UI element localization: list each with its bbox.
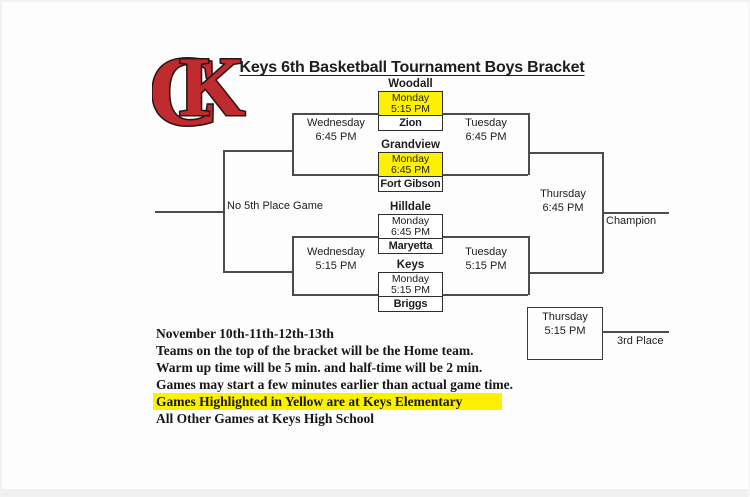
round-time: 5:15 PM	[315, 259, 357, 272]
game-schedule: Monday 6:45 PM	[379, 215, 442, 238]
kc-logo: C K	[152, 36, 247, 132]
round-time: 6:45 PM	[542, 201, 584, 214]
game-schedule: Monday 6:45 PM	[379, 153, 442, 176]
bracket-line	[292, 236, 294, 295]
game-schedule: Monday 5:15 PM	[379, 92, 442, 115]
third-place-game-box: Thursday 5:15 PM	[527, 307, 603, 360]
right-edge	[748, 0, 750, 497]
third-place-label: 3rd Place	[617, 335, 664, 347]
note-home-team: Teams on the top of the bracket will be …	[156, 343, 474, 358]
game-grandview-fortgibson: Grandview Monday 6:45 PM Fort Gibson	[378, 139, 443, 192]
round-day: Tuesday	[465, 246, 507, 258]
game-woodall-zion: Woodall Monday 5:15 PM Zion	[378, 78, 443, 131]
bracket-line	[223, 150, 292, 152]
round-time: 5:15 PM	[544, 324, 586, 337]
note-warmup: Warm up time will be 5 min. and half-tim…	[156, 360, 483, 375]
game-day: Monday	[391, 92, 430, 104]
game-keys-briggs: Keys Monday 5:15 PM Briggs	[378, 259, 443, 312]
round-label-championship: Thursday 6:45 PM	[524, 188, 602, 215]
game-time: 6:45 PM	[390, 163, 431, 176]
team-name-bottom: Maryetta	[379, 238, 442, 253]
game-hilldale-maryetta: Hilldale Monday 6:45 PM Maryetta	[378, 201, 443, 254]
bracket-line	[528, 113, 530, 175]
bracket-line	[223, 150, 225, 272]
bracket-line	[292, 236, 378, 238]
team-name-top: Keys	[396, 259, 425, 271]
note-dates: November 10th-11th-12th-13th	[156, 326, 334, 341]
bracket-line	[528, 152, 603, 154]
notes-block: November 10th-11th-12th-13th Teams on th…	[153, 325, 514, 427]
bracket-line	[443, 294, 528, 296]
team-name-bottom: Zion	[379, 115, 442, 130]
round-day: Thursday	[542, 311, 588, 323]
round-time: 5:15 PM	[465, 259, 507, 272]
bracket-line	[292, 174, 378, 176]
team-name-top: Hilldale	[390, 201, 431, 213]
game-day: Monday	[391, 273, 430, 285]
round-day: Thursday	[540, 188, 586, 200]
bracket-line	[528, 236, 530, 295]
bracket-line	[443, 174, 528, 176]
game-day: Monday	[391, 153, 430, 165]
bracket-line	[443, 236, 528, 238]
no-fifth-place-label: No 5th Place Game	[227, 200, 323, 212]
left-edge	[0, 0, 2, 497]
team-name-bottom: Fort Gibson	[379, 176, 442, 190]
logo-letter-k: K	[179, 40, 245, 132]
bracket-line	[292, 113, 294, 175]
game-time: 5:15 PM	[390, 102, 431, 115]
team-name-top: Woodall	[388, 78, 433, 90]
fifth-place-line	[155, 211, 223, 213]
note-early-start: Games may start a few minutes earlier th…	[156, 377, 514, 392]
game-schedule: Monday 5:15 PM	[379, 273, 442, 296]
highlighted-note-text: Games Highlighted in Yellow are at Keys …	[153, 393, 503, 410]
bracket-line	[443, 113, 528, 115]
team-name-bottom: Briggs	[379, 296, 442, 311]
round-label-consolation-bottom: Wednesday 5:15 PM	[294, 246, 378, 273]
bracket-line	[528, 272, 603, 274]
bracket-line	[292, 113, 378, 115]
page-title: Keys 6th Basketball Tournament Boys Brac…	[239, 59, 585, 76]
team-name-top: Grandview	[381, 139, 440, 151]
round-day: Wednesday	[307, 117, 365, 129]
third-place-line	[603, 331, 669, 333]
round-time: 6:45 PM	[465, 130, 507, 143]
round-label-semi-bottom: Tuesday 5:15 PM	[444, 246, 528, 273]
champion-line	[603, 212, 669, 214]
bracket-line	[292, 294, 378, 296]
round-label-semi-top: Tuesday 6:45 PM	[444, 117, 528, 144]
bracket-line	[602, 152, 604, 273]
round-day: Wednesday	[307, 246, 365, 258]
note-high-school: All Other Games at Keys High School	[156, 411, 374, 426]
round-label-consolation-top: Wednesday 6:45 PM	[294, 117, 378, 144]
bottom-edge	[0, 489, 750, 497]
round-day: Tuesday	[465, 117, 507, 129]
game-time: 5:15 PM	[390, 283, 431, 296]
top-edge	[0, 0, 750, 2]
bracket-line	[223, 271, 292, 273]
game-day: Monday	[391, 215, 430, 227]
round-time: 6:45 PM	[315, 130, 357, 143]
note-yellow-highlight: Games Highlighted in Yellow are at Keys …	[153, 393, 513, 410]
champion-label: Champion	[606, 215, 657, 227]
game-time: 6:45 PM	[390, 225, 431, 238]
logo-letter-c: C	[152, 36, 220, 132]
